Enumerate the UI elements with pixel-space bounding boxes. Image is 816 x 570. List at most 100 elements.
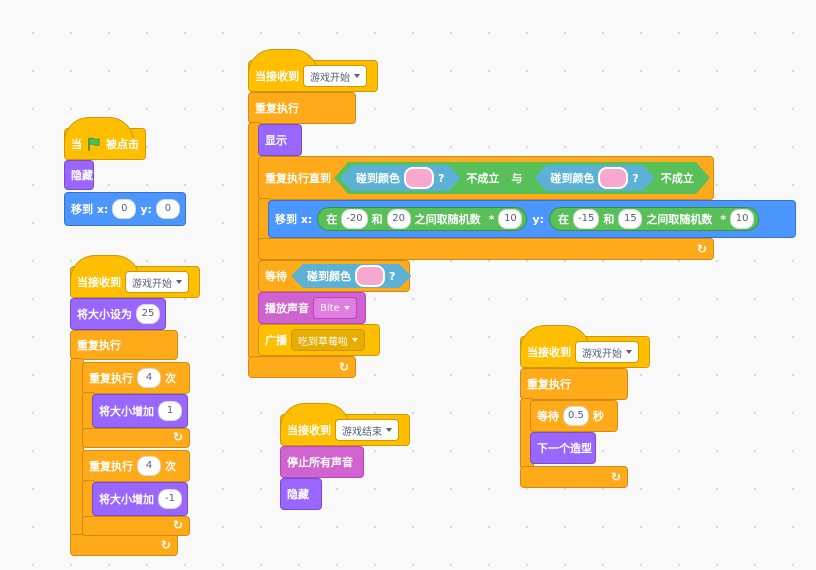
when-receive-hat[interactable]: 当接收到 游戏开始 [70,255,200,298]
goto-x-input[interactable]: 0 [112,199,137,219]
broadcast-value: 吃到草莓啦 [298,336,348,348]
and-label: 与 [511,172,523,185]
random-in-label: 在 [558,213,570,226]
dropdown-triangle-icon [352,338,358,342]
stop-sounds-label: 停止所有声音 [287,456,353,469]
multiply-operator-1[interactable]: 在 -20 和 20 之间取随机数 * 10 [317,207,528,231]
sound-dropdown[interactable]: Bite [313,297,357,319]
multiply-sign: * [720,212,727,226]
random-from-input[interactable]: -15 [573,209,600,229]
goto-y-label: y: [532,212,545,226]
broadcast-label: 广播 [265,334,287,347]
broadcast-block[interactable]: 广播 吃到草莓啦 [258,324,380,356]
random-in-label: 在 [326,213,338,226]
hide-block[interactable]: 隐藏 [64,160,94,190]
question-mark: ? [632,171,639,185]
change-size-input[interactable]: 1 [158,401,182,421]
repeat-label: 重复执行 [89,372,133,385]
dropdown-triangle-icon [626,350,632,354]
message-dropdown[interactable]: 游戏开始 [125,271,189,293]
change-size-block-1[interactable]: 将大小增加 1 [92,394,188,428]
loop-arrow-icon: ↻ [160,538,171,552]
goto-xy-block[interactable]: 移到 x: 在 -20 和 20 之间取随机数 * 10 y: 在 -15 和 [268,200,796,238]
touching-color-label: 碰到颜色 [356,172,400,185]
multiply-sign: * [488,212,495,226]
set-size-input[interactable]: 25 [136,304,160,324]
play-sound-label: 播放声音 [265,302,309,315]
loop-arrow-icon: ↻ [610,470,621,484]
dropdown-triangle-icon [343,306,350,310]
hide-block[interactable]: 隐藏 [280,478,322,510]
repeat-count-input[interactable]: 4 [137,456,161,476]
next-costume-block[interactable]: 下一个造型 [530,432,596,464]
repeat-bottom-1: ↻ [82,428,190,448]
random-and-label: 和 [371,213,383,226]
repeat-until-label: 重复执行直到 [265,172,331,185]
loop-arrow-icon: ↻ [172,518,183,532]
repeat-until-bottom: ↻ [258,238,714,260]
message-dropdown[interactable]: 游戏开始 [303,65,367,87]
random-to-input[interactable]: 20 [386,209,411,229]
change-size-label: 将大小增加 [99,493,154,506]
multiply-input[interactable]: 10 [730,209,755,229]
repeat-block-2[interactable]: 重复执行 4 次 [82,450,190,482]
multiply-operator-2[interactable]: 在 -15 和 15 之间取随机数 * 10 [549,207,760,231]
forever-bottom: ↻ [70,534,178,556]
loop-arrow-icon: ↻ [696,242,707,256]
goto-y-label: y: [140,202,152,216]
touching-color-label: 碰到颜色 [550,172,595,185]
repeat-count-input[interactable]: 4 [137,368,161,388]
dropdown-triangle-icon [386,428,392,432]
play-sound-block[interactable]: 播放声音 Bite [258,292,366,324]
forever-block[interactable]: 重复执行 [70,330,178,360]
message-dropdown[interactable]: 游戏开始 [575,341,639,363]
forever-bottom: ↻ [248,356,356,378]
not-label: 不成立 [660,172,694,185]
message-dropdown[interactable]: 游戏结束 [335,419,399,441]
random-pick-label: 之间取随机数 [414,213,481,226]
when-flag-clicked-hat[interactable]: 当 被点击 [64,117,146,160]
change-size-input[interactable]: -1 [158,489,182,509]
color-swatch[interactable] [355,265,385,287]
forever-block[interactable]: 重复执行 [248,92,356,124]
question-mark: ? [438,171,445,185]
message-value: 游戏结束 [342,426,382,438]
color-swatch[interactable] [598,167,628,189]
message-value: 游戏开始 [582,348,622,360]
forever-label: 重复执行 [527,378,571,391]
touching-color-sensor-3[interactable]: 碰到颜色 ? [291,264,411,288]
repeat-block-1[interactable]: 重复执行 4 次 [82,362,190,394]
show-block[interactable]: 显示 [258,124,302,156]
random-from-input[interactable]: -20 [341,209,368,229]
when-receive-hat[interactable]: 当接收到 游戏开始 [248,49,378,92]
multiply-input[interactable]: 10 [498,209,523,229]
repeat-bottom-2: ↻ [82,516,190,536]
and-operator[interactable]: 碰到颜色 ? 不成立 与 碰到颜色 ? 不成立 [334,162,710,194]
random-to-input[interactable]: 15 [618,209,643,229]
color-swatch[interactable] [404,167,434,189]
touching-color-label: 碰到颜色 [307,270,351,283]
when-receive-hat[interactable]: 当接收到 游戏开始 [520,325,650,368]
wait-block[interactable]: 等待 0.5 秒 [530,400,618,432]
when-receive-hat[interactable]: 当接收到 游戏结束 [280,403,410,446]
goto-x-label: 移到 x: [71,203,109,216]
hat-label: 当接收到 [77,276,121,289]
forever-label: 重复执行 [77,339,121,352]
touching-color-sensor-1[interactable]: 碰到颜色 ? [340,165,460,191]
hat-label: 当接收到 [255,70,299,83]
goto-xy-block[interactable]: 移到 x: 0 y: 0 [64,192,186,226]
hat-label: 当接收到 [527,346,571,359]
goto-y-input[interactable]: 0 [155,199,180,219]
message-value: 游戏开始 [132,278,172,290]
broadcast-dropdown[interactable]: 吃到草莓啦 [291,329,365,351]
random-operator-2[interactable]: 在 -15 和 15 之间取随机数 [554,208,717,230]
forever-label: 重复执行 [255,102,299,115]
set-size-block[interactable]: 将大小设为 25 [70,298,166,330]
forever-block[interactable]: 重复执行 [520,368,628,400]
wait-until-block[interactable]: 等待 碰到颜色 ? [258,260,410,292]
touching-color-sensor-2[interactable]: 碰到颜色 ? [534,165,654,191]
stop-all-sounds-block[interactable]: 停止所有声音 [280,446,364,478]
change-size-block-2[interactable]: 将大小增加 -1 [92,482,188,516]
wait-seconds-input[interactable]: 0.5 [563,406,589,426]
random-operator-1[interactable]: 在 -20 和 20 之间取随机数 [322,208,485,230]
